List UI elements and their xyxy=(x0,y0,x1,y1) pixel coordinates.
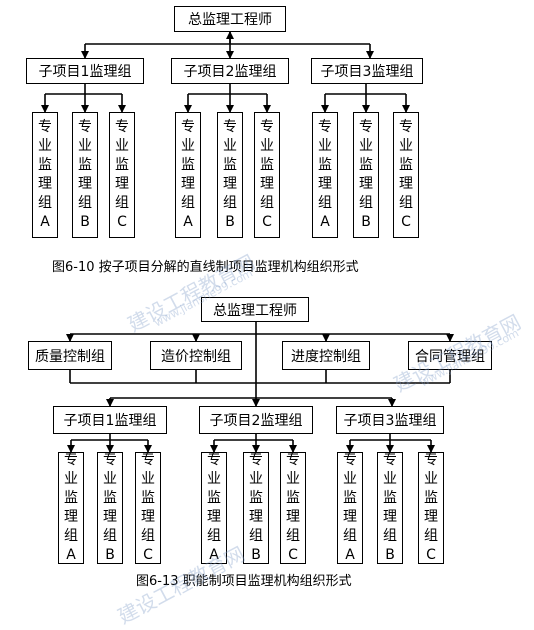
chief-supervisor-box-2: 总监理工程师 xyxy=(201,297,309,322)
specialty-box-c: 专业监理组C xyxy=(254,112,280,238)
specialty-box-b: 专业监理组B xyxy=(72,112,98,238)
figure-caption-2: 图6-13 职能制项目监理机构组织形式 xyxy=(136,574,352,589)
specialty-box-a: 专业监理组A xyxy=(32,112,58,238)
subproject-2-group-box: 子项目2监理组 xyxy=(171,58,289,84)
specialty-box-c: 专业监理组C xyxy=(109,112,135,238)
figure-caption-1: 图6-10 按子项目分解的直线制项目监理机构组织形式 xyxy=(52,260,359,275)
quality-control-box: 质量控制组 xyxy=(28,341,112,370)
subproject-3-group-box: 子项目3监理组 xyxy=(311,58,423,84)
specialty-box-a: 专业监理组A xyxy=(175,112,201,238)
chief-supervisor-box-1: 总监理工程师 xyxy=(174,6,286,32)
subproject-3-group-box: 子项目3监理组 xyxy=(336,406,444,434)
subproject-2-group-box: 子项目2监理组 xyxy=(199,406,313,434)
specialty-box-a: 专业监理组A xyxy=(337,452,363,564)
cost-control-box: 造价控制组 xyxy=(150,341,242,370)
specialty-box-b: 专业监理组B xyxy=(243,452,269,564)
specialty-box-b: 专业监理组B xyxy=(97,452,123,564)
specialty-box-c: 专业监理组C xyxy=(135,452,161,564)
specialty-box-a: 专业监理组A xyxy=(58,452,84,564)
specialty-box-c: 专业监理组C xyxy=(393,112,419,238)
schedule-control-box: 进度控制组 xyxy=(282,341,370,370)
specialty-box-c: 专业监理组C xyxy=(280,452,306,564)
specialty-box-b: 专业监理组B xyxy=(353,112,379,238)
specialty-box-c: 专业监理组C xyxy=(418,452,444,564)
contract-management-box: 合同管理组 xyxy=(408,341,492,370)
subproject-1-group-box: 子项目1监理组 xyxy=(53,406,167,434)
connector-lines xyxy=(41,31,454,453)
specialty-box-b: 专业监理组B xyxy=(217,112,243,238)
specialty-box-a: 专业监理组A xyxy=(312,112,338,238)
subproject-1-group-box: 子项目1监理组 xyxy=(26,58,144,84)
specialty-box-a: 专业监理组A xyxy=(201,452,227,564)
specialty-box-b: 专业监理组B xyxy=(377,452,403,564)
